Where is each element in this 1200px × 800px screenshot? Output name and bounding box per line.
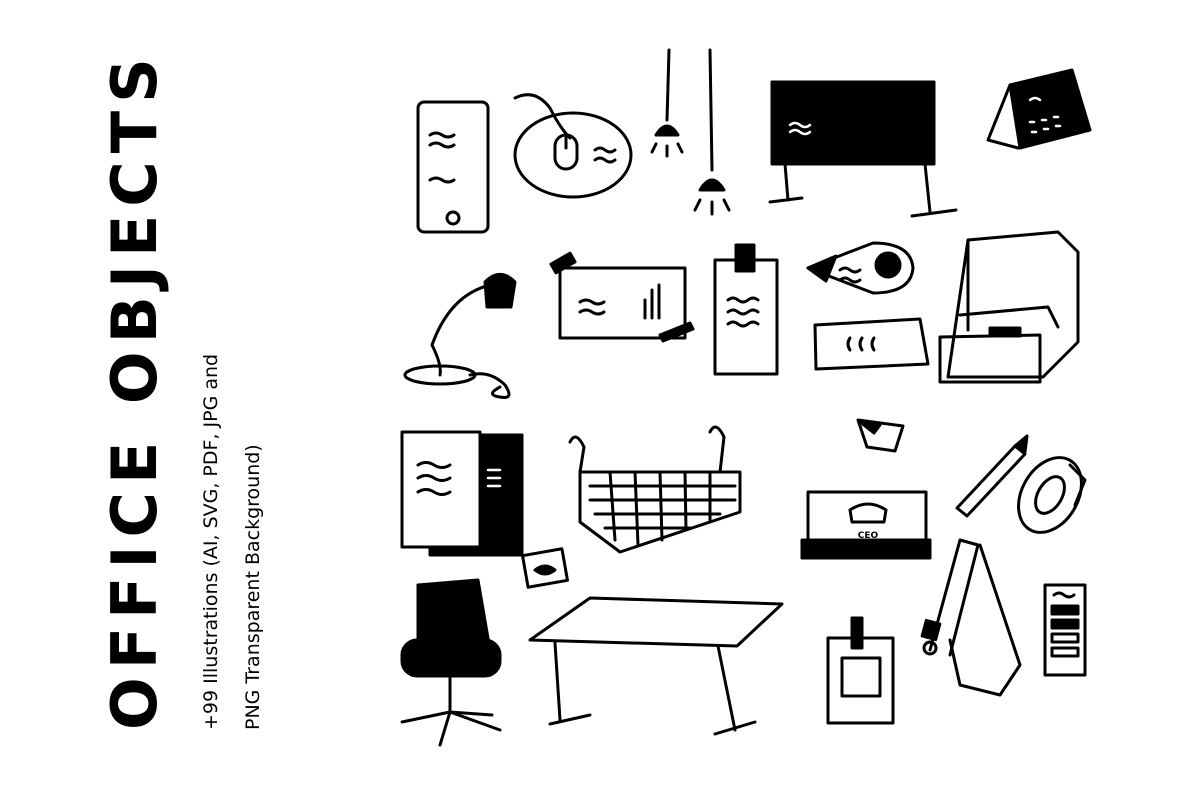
taped-note-icon [549, 251, 695, 343]
office-chair-icon [400, 578, 502, 747]
phone-icon [416, 100, 490, 234]
title-block: OFFICE OBJECTS [90, 50, 180, 730]
folder-icon [400, 430, 524, 557]
desk-calendar-icon [986, 68, 1092, 150]
hanging-light-bulb-icon [650, 48, 731, 216]
page-title: OFFICE OBJECTS [98, 50, 171, 730]
page-subtitle: +99 Illustrations (AI, SVG, PDF, JPG and… [190, 160, 280, 730]
desk-table-icon [528, 596, 784, 736]
drawer-box-icon [938, 230, 1080, 384]
whiteboard-icon [768, 80, 958, 218]
pencil-icon [955, 434, 1029, 518]
correction-tape-icon [806, 241, 915, 295]
subtitle-line-2: PNG Transparent Background) [242, 444, 264, 730]
wire-basket-icon [568, 425, 742, 554]
color-swatch-icon [1043, 583, 1087, 677]
name-plate-text: CEO [858, 531, 879, 541]
subtitle-block: +99 Illustrations (AI, SVG, PDF, JPG and… [190, 160, 280, 730]
lanyard-icon [920, 538, 1022, 697]
sticky-note-icon [856, 418, 905, 453]
clipboard-note-icon [713, 243, 779, 376]
subtitle-line-1: +99 Illustrations (AI, SVG, PDF, JPG and [200, 353, 222, 730]
tape-roll-icon [1017, 456, 1087, 534]
id-badge-icon [826, 616, 895, 725]
name-plate-icon: CEO [800, 490, 932, 560]
mouse-pad-icon [513, 93, 633, 199]
desk-lamp-icon [403, 273, 517, 399]
sharpener-icon [521, 547, 569, 589]
envelope-icon [813, 317, 930, 371]
illustrations-canvas: CEO [400, 48, 1092, 747]
